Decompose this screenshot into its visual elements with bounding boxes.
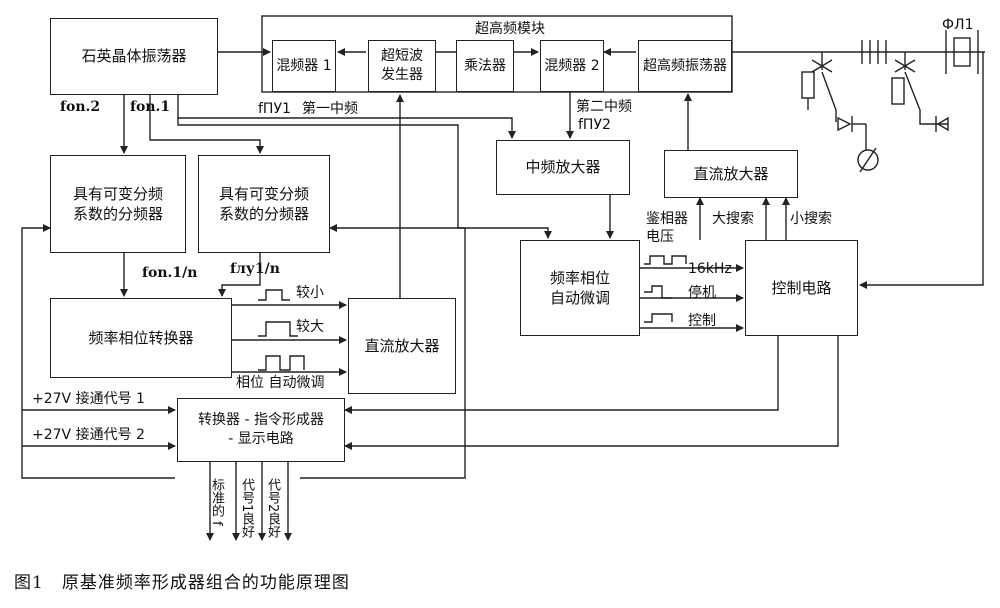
- afc-block: 频率相位 自动微调: [520, 240, 640, 336]
- larger-label: 较大: [296, 319, 324, 335]
- uhf-module-frame: [261, 15, 733, 93]
- vhf-generator-label: 超短波 发生器: [381, 48, 423, 83]
- dc-amplifier-mid-block: 直流放大器: [348, 298, 456, 394]
- dc-amplifier-top-label: 直流放大器: [693, 164, 769, 183]
- antenna-fl1-label: ФЛ1: [942, 17, 974, 33]
- 16khz-label: 16kHz: [688, 261, 732, 277]
- divider-block-2: 具有可变分频 系数的分频器: [198, 155, 330, 253]
- phase-afc-label: 相位 自动微调: [236, 375, 325, 391]
- multiplier-label: 乘法器: [464, 57, 506, 74]
- crystal-oscillator-label: 石英晶体振荡器: [81, 47, 187, 66]
- mixer1-block: 混频器 1: [272, 40, 336, 92]
- rf-switch-symbols: [801, 30, 979, 173]
- control-circuit-block: 控制电路: [745, 240, 858, 336]
- output-std-f-label: 标准的 f: [209, 478, 224, 526]
- second-if-label: 第二中频: [576, 99, 632, 115]
- big-search-label: 大搜索: [712, 211, 754, 227]
- smaller-label: 较小: [296, 285, 324, 301]
- dc-amplifier-mid-label: 直流放大器: [364, 336, 440, 355]
- small-search-label: 小搜索: [790, 211, 832, 227]
- fpu2-label: fПУ2: [578, 117, 611, 133]
- converter-label: 转换器 - 指令形成器 - 显示电路: [198, 412, 324, 447]
- converter-command-display-block: 转换器 - 指令形成器 - 显示电路: [177, 398, 345, 462]
- detector-voltage-label-1: 鉴相器: [646, 211, 688, 227]
- output-code1-good-label: 代号1良好: [239, 478, 254, 539]
- if-amplifier-block: 中频放大器: [496, 140, 630, 195]
- fon2-label: fon.2: [60, 99, 101, 115]
- mixer2-block: 混频器 2: [540, 40, 604, 92]
- fpu1n-label: fлу1/n: [230, 261, 280, 277]
- divider1-label: 具有可变分频 系数的分频器: [72, 184, 163, 223]
- vhf-generator-block: 超短波 发生器: [368, 40, 436, 92]
- control-circuit-label: 控制电路: [771, 278, 832, 297]
- plus27v-code1-label: +27V 接通代号 1: [32, 391, 145, 407]
- if-amplifier-label: 中频放大器: [525, 158, 601, 177]
- pulse-waveforms: [258, 255, 687, 371]
- detector-voltage-label-2: 电压: [646, 229, 674, 245]
- afc-label: 频率相位 自动微调: [549, 268, 610, 307]
- uhf-oscillator-label: 超高频振荡器: [643, 57, 727, 74]
- fpu1-label: fПУ1: [258, 101, 291, 117]
- control-label: 控制: [688, 313, 716, 329]
- divider-block-1: 具有可变分频 系数的分频器: [50, 155, 186, 253]
- figure-caption: 图1 原基准频率形成器组合的功能原理图: [14, 573, 350, 593]
- plus27v-code2-label: +27V 接通代号 2: [32, 427, 145, 443]
- freq-phase-converter-block: 频率相位转换器: [50, 298, 232, 378]
- freq-phase-converter-label: 频率相位转换器: [88, 328, 194, 347]
- mixer1-label: 混频器 1: [276, 57, 332, 74]
- divider2-label: 具有可变分频 系数的分频器: [218, 184, 309, 223]
- dc-amplifier-top-block: 直流放大器: [664, 150, 798, 198]
- first-if-label: 第一中频: [302, 101, 358, 117]
- uhf-module-title: 超高频模块: [475, 21, 545, 37]
- uhf-oscillator-block: 超高频振荡器: [638, 40, 732, 92]
- fon1-label: fon.1: [130, 99, 171, 115]
- mixer2-label: 混频器 2: [544, 57, 600, 74]
- multiplier-block: 乘法器: [456, 40, 514, 92]
- stop-label: 停机: [688, 285, 716, 301]
- output-code2-good-label: 代号2良好: [265, 478, 280, 539]
- crystal-oscillator-block: 石英晶体振荡器: [50, 18, 218, 95]
- fon1n-label: fon.1/n: [142, 265, 198, 281]
